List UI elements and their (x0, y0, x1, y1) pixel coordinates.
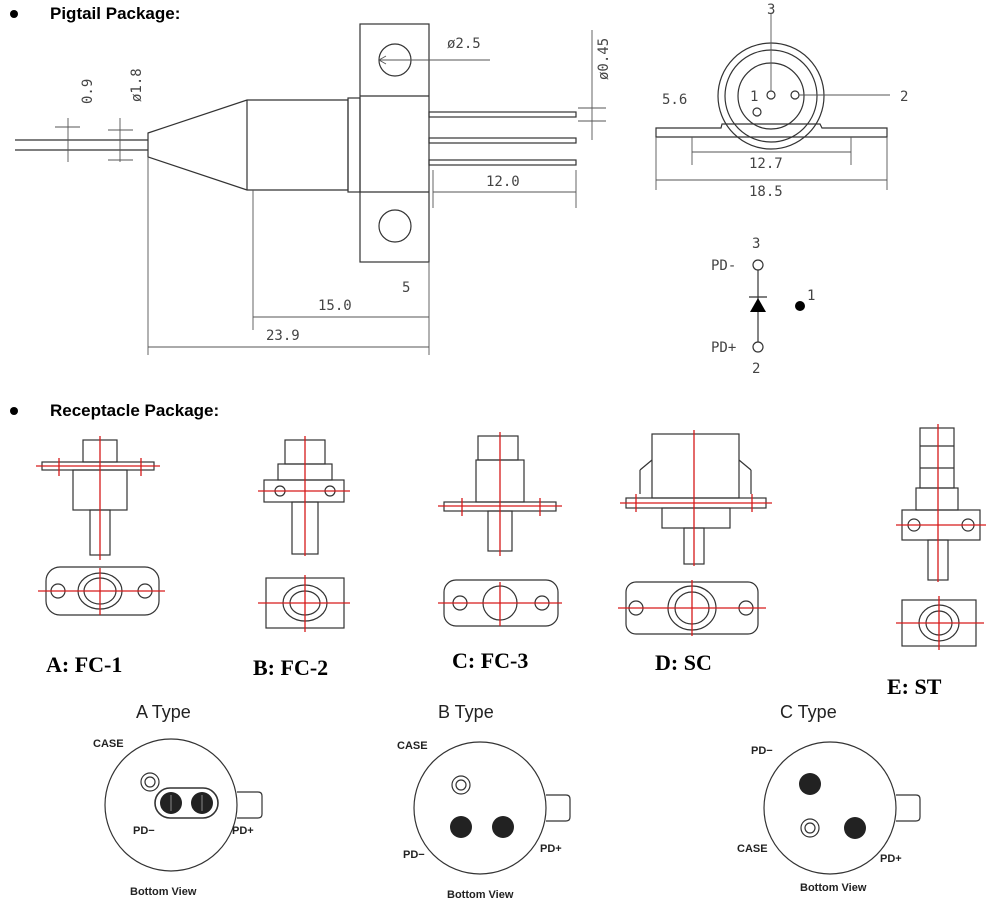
receptacle-sc: D: SC (618, 430, 772, 675)
heading-receptacle: Receptacle Package: (50, 401, 220, 420)
receptacle-fc1: A: FC-1 (36, 436, 165, 677)
label-sc: D: SC (655, 650, 712, 675)
label-fc2: B: FC-2 (253, 655, 328, 680)
dim-height: 5.6 (662, 92, 687, 108)
type-b-title: B Type (438, 702, 494, 722)
schem-top-label: PD- (711, 258, 736, 274)
receptacle-fc3: C: FC-3 (438, 432, 562, 673)
dim-pin-length: 12.0 (486, 174, 520, 190)
type-b-case: CASE (397, 740, 428, 752)
type-c-pos: PD+ (880, 853, 902, 865)
dim-flange: 18.5 (749, 184, 783, 200)
label-fc1: A: FC-1 (46, 652, 122, 677)
pin1-num: 1 (750, 89, 758, 105)
schem-case-num: 1 (807, 288, 815, 304)
type-a-case: CASE (93, 738, 124, 750)
schem-top-num: 3 (752, 236, 760, 252)
receptacle-st: E: ST (887, 424, 986, 699)
dim-ferrule: ø1.8 (129, 68, 145, 102)
type-c-case: CASE (737, 843, 768, 855)
dim-5: 5 (402, 280, 410, 296)
type-c-view: Bottom View (800, 882, 867, 894)
bullet-receptacle (10, 407, 18, 415)
schem-bottom-label: PD+ (711, 340, 736, 356)
type-b-view: Bottom View (447, 889, 514, 901)
dim-total: 23.9 (266, 328, 300, 344)
pin-type-c: C Type PD− CASE PD+ Bottom View (737, 702, 921, 894)
type-a-pos: PD+ (232, 825, 254, 837)
bullet-pigtail (10, 10, 18, 18)
type-c-title: C Type (780, 702, 837, 722)
type-c-neg: PD− (751, 745, 773, 757)
type-b-pos: PD+ (540, 843, 562, 855)
dim-pitch: 12.7 (749, 156, 783, 172)
pin2-num: 2 (900, 89, 908, 105)
pin3-num: 3 (767, 2, 775, 18)
heading-pigtail: Pigtail Package: (50, 4, 181, 23)
pigtail-front-view: 3 2 1 5.6 12.7 18.5 (655, 2, 908, 200)
type-b-neg: PD− (403, 849, 425, 861)
pd-schematic: 3 PD- PD+ 2 1 (711, 236, 815, 377)
label-st: E: ST (887, 674, 942, 699)
dim-hole: ø2.5 (447, 36, 481, 52)
type-a-title: A Type (136, 702, 191, 722)
pigtail-side-view: ø2.5 ø0.45 0.9 ø1.8 12.0 15.0 5 23.9 (15, 23, 612, 355)
pin-type-a: A Type CASE PD− PD+ Bottom View (93, 702, 263, 898)
dim-pin-dia: ø0.45 (596, 38, 612, 80)
type-a-view: Bottom View (130, 886, 197, 898)
type-a-neg: PD− (133, 825, 155, 837)
receptacle-fc2: B: FC-2 (253, 436, 350, 680)
label-fc3: C: FC-3 (452, 648, 528, 673)
dim-fiber: 0.9 (80, 79, 96, 104)
schem-bottom-num: 2 (752, 361, 760, 377)
pin-type-b: B Type CASE PD− PD+ Bottom View (397, 702, 571, 901)
dim-15: 15.0 (318, 298, 352, 314)
